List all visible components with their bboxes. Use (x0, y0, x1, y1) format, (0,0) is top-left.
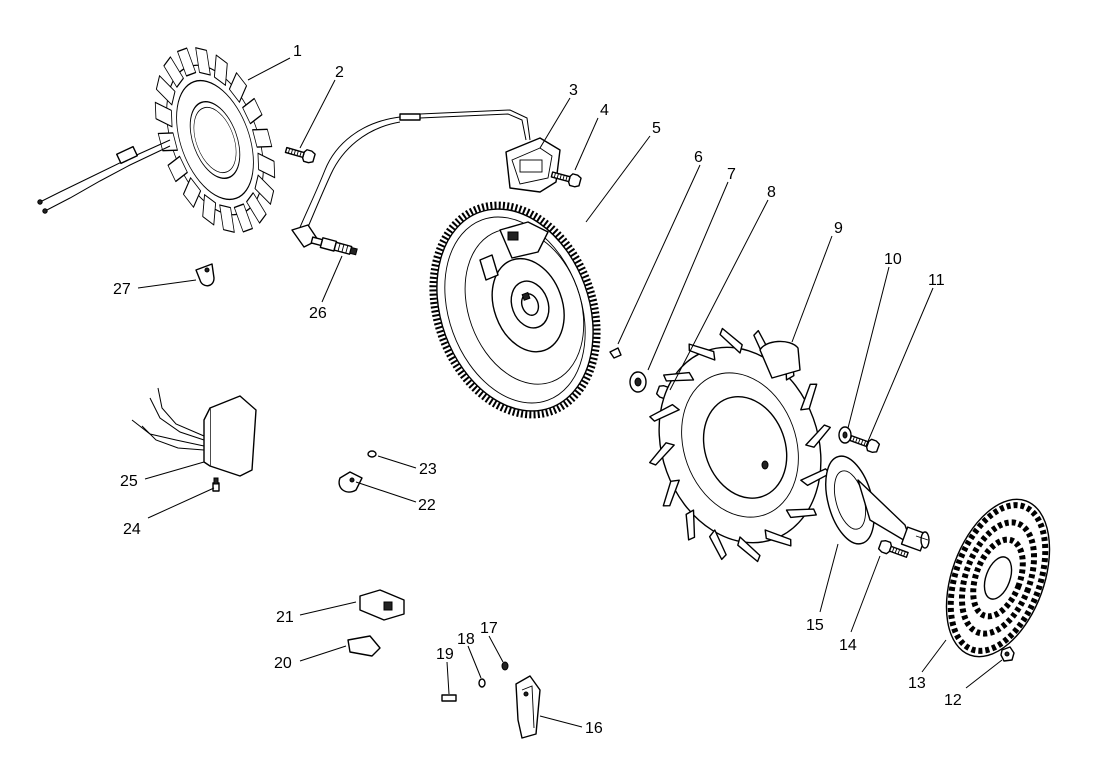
stator-tooth (202, 194, 217, 226)
ignition-module (297, 109, 561, 235)
clip-22 (338, 471, 363, 493)
callout-23: 23 (419, 461, 437, 478)
stator-tooth (254, 174, 275, 205)
stator-tooth (213, 54, 228, 86)
fan (644, 323, 836, 567)
callout-10: 10 (884, 251, 902, 268)
stator-tooth (163, 56, 184, 88)
stator-tooth (177, 47, 197, 77)
callout-labels: 1 2 3 4 5 6 7 8 9 10 11 12 13 14 15 16 1… (113, 43, 962, 737)
callout-14: 14 (839, 637, 857, 654)
callout-8: 8 (767, 184, 776, 201)
washer-7 (629, 371, 647, 393)
callout-27: 27 (113, 281, 131, 298)
flywheel-key (609, 347, 622, 359)
callout-20: 20 (274, 655, 292, 672)
callout-7: 7 (727, 166, 736, 183)
stator-tooth (257, 152, 276, 179)
spark-plug (310, 236, 358, 256)
stator-tooth (183, 177, 202, 208)
stator-tooth (167, 155, 188, 183)
callout-2: 2 (335, 64, 344, 81)
callout-25: 25 (120, 473, 138, 490)
callout-3: 3 (569, 82, 578, 99)
callout-22: 22 (418, 497, 436, 514)
callout-15: 15 (806, 617, 824, 634)
stator-tooth (252, 128, 273, 148)
stator-tooth (195, 47, 211, 76)
nut-23 (367, 450, 377, 458)
terminal-20 (347, 635, 381, 657)
stator-tooth (228, 72, 247, 103)
callout-18: 18 (457, 631, 475, 648)
screen-hub (825, 455, 930, 552)
stator-tooth (219, 204, 235, 233)
screw-24 (212, 477, 220, 492)
screw-19 (441, 694, 457, 702)
callout-12: 12 (944, 692, 962, 709)
callout-17: 17 (480, 620, 498, 637)
stator-tooth (242, 97, 263, 125)
stator-tooth (157, 132, 178, 152)
connector-21 (359, 589, 405, 621)
callout-13: 13 (908, 675, 926, 692)
nut-17 (501, 661, 509, 671)
callout-26: 26 (309, 305, 327, 322)
callout-11: 11 (928, 272, 945, 289)
callout-1: 1 (293, 43, 302, 60)
stator-tooth (154, 101, 173, 128)
callout-19: 19 (436, 646, 454, 663)
callout-16: 16 (585, 720, 603, 737)
stator (37, 47, 276, 233)
callout-24: 24 (123, 521, 141, 538)
screw-11 (847, 431, 881, 455)
callout-9: 9 (834, 220, 843, 237)
rotating-screen (945, 498, 1051, 658)
stator-tooth (246, 192, 267, 224)
stator-tooth (233, 203, 253, 233)
washer-10 (838, 426, 852, 444)
bracket-16 (515, 675, 541, 739)
stator-tooth (155, 75, 176, 106)
callout-5: 5 (652, 120, 661, 137)
rectifier-regulator (131, 387, 257, 477)
flywheel (429, 201, 601, 419)
callout-21: 21 (276, 609, 294, 626)
nut-12 (1000, 646, 1015, 662)
washer-18 (478, 678, 486, 688)
callout-4: 4 (600, 102, 609, 119)
clip-27 (195, 263, 215, 287)
callout-lines (137, 57, 1003, 728)
callout-6: 6 (694, 149, 703, 166)
